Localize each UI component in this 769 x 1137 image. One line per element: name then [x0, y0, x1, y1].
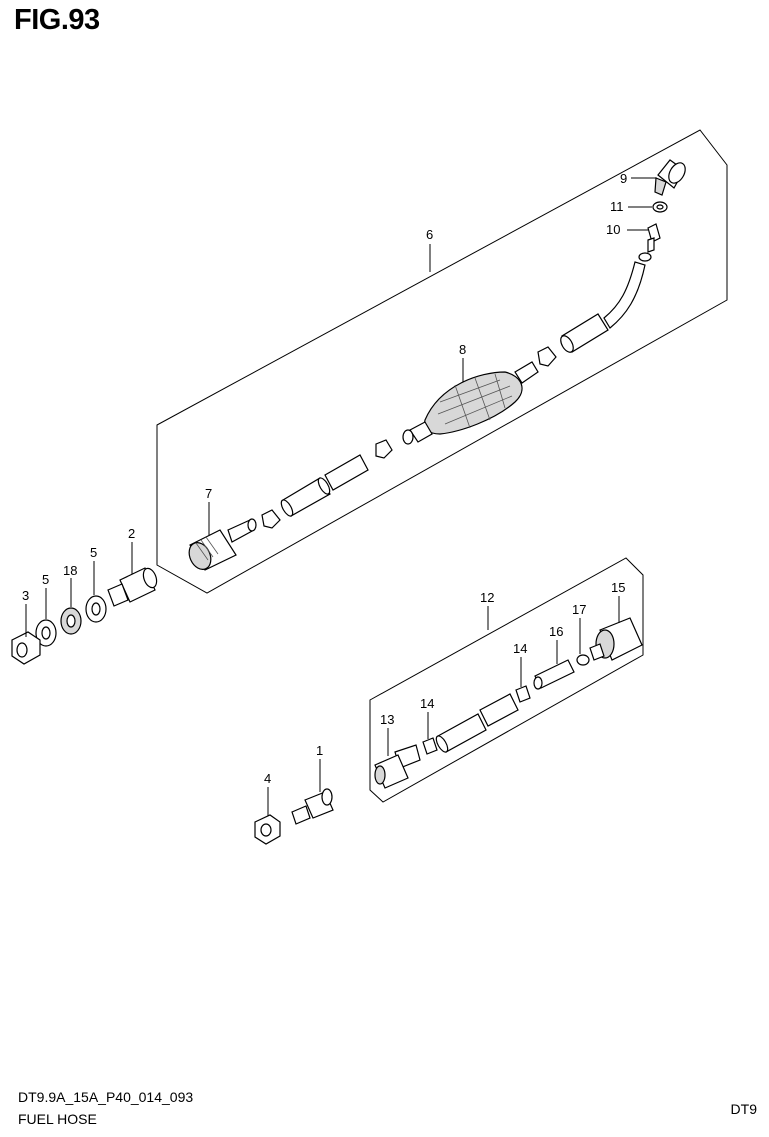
- figure-title: FIG.93: [14, 4, 100, 36]
- callout-10: 10: [606, 222, 620, 237]
- part-8-primer-bulb: [402, 361, 539, 445]
- part-11-clip: [652, 201, 668, 213]
- part-4-nut: [254, 814, 281, 845]
- part-17-clip: [576, 654, 590, 666]
- part-14-clip-a: [515, 685, 531, 703]
- callout-3: 3: [22, 588, 29, 603]
- callout-4: 4: [264, 771, 271, 786]
- callout-2: 2: [128, 526, 135, 541]
- callout-13: 13: [380, 712, 394, 727]
- diagram-caption: FUEL HOSE: [18, 1111, 97, 1127]
- part-3-nut: [11, 631, 41, 665]
- callout-5-left: 5: [42, 572, 49, 587]
- group-6-frame: [156, 129, 728, 594]
- callout-8: 8: [459, 342, 466, 357]
- callout-18: 18: [63, 563, 77, 578]
- part-7-tank-connector: [188, 518, 257, 571]
- part-10-joint: [647, 223, 661, 253]
- part-14-clip-b: [422, 737, 438, 755]
- part-6-clamp-inlet: [261, 509, 281, 529]
- part-1-fitting: [291, 788, 334, 825]
- callout-11: 11: [610, 199, 624, 214]
- callout-12: 12: [480, 590, 494, 605]
- part-15-connector: [589, 617, 643, 661]
- part-13-engine-connector: [374, 744, 421, 789]
- callout-6: 6: [426, 227, 433, 242]
- callout-14-upper: 14: [513, 641, 527, 656]
- part-6-clamp-outlet: [537, 346, 557, 367]
- callout-15: 15: [611, 580, 625, 595]
- callout-1: 1: [316, 743, 323, 758]
- part-5-washer-a: [35, 619, 57, 647]
- part-5-washer-b: [85, 595, 107, 623]
- callout-16: 16: [549, 624, 563, 639]
- part-2-fitting: [107, 567, 158, 607]
- part-16-joint: [533, 659, 575, 690]
- callout-17: 17: [572, 602, 586, 617]
- callout-14-lower: 14: [420, 696, 434, 711]
- part-12-hose: [435, 693, 519, 753]
- callout-7: 7: [205, 486, 212, 501]
- part-6-hose-curve: [560, 252, 652, 353]
- part-9-connector: [654, 159, 686, 196]
- model-label: DT9: [730, 1101, 757, 1117]
- callout-9: 9: [620, 171, 627, 186]
- part-6-clamp-mid: [375, 439, 393, 459]
- leader-lines: [25, 177, 657, 816]
- part-18-washer: [60, 607, 82, 635]
- part-6-hose-mid: [280, 454, 369, 517]
- callout-5-right: 5: [90, 545, 97, 560]
- group-12-frame: [369, 557, 644, 803]
- drawing-code: DT9.9A_15A_P40_014_093: [18, 1089, 194, 1105]
